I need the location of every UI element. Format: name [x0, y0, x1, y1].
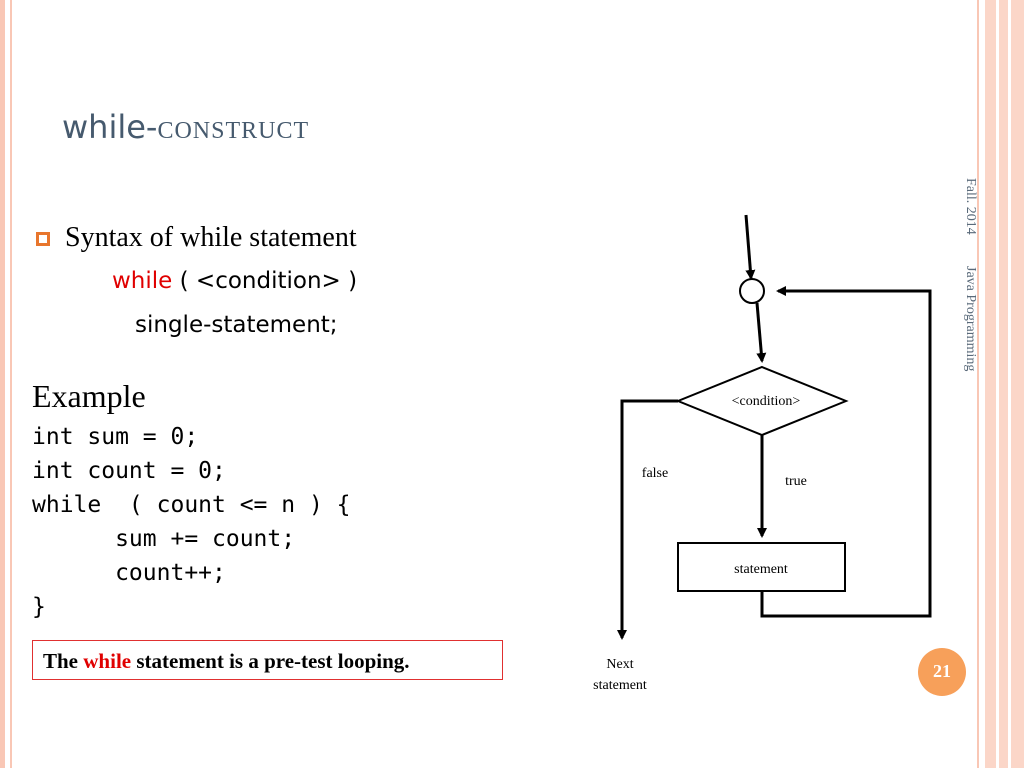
- syntax-line: while ( <condition> ): [112, 268, 357, 294]
- join-node: [739, 278, 765, 304]
- join-to-condition-arrow: [755, 302, 767, 363]
- code-example: int sum = 0; int count = 0; while ( coun…: [32, 424, 351, 620]
- right-frame-stripe: [1008, 0, 1011, 768]
- side-date: Fall. 2014: [963, 178, 978, 235]
- right-frame-stripe: [996, 0, 999, 768]
- side-course: Java Programming: [963, 266, 978, 372]
- statement-label: statement: [734, 562, 788, 577]
- syntax-condition: ( <condition> ): [172, 268, 358, 294]
- note-prefix: The: [43, 649, 84, 673]
- note-suffix: statement is a pre-test looping.: [131, 649, 410, 673]
- loop-back-arrow: [760, 286, 932, 618]
- page-number: 21: [933, 661, 951, 681]
- note-box: The while statement is a pre-test loopin…: [32, 640, 503, 680]
- false-arrow: [617, 399, 678, 640]
- true-label: true: [785, 474, 807, 489]
- title-keyword: while-: [62, 108, 158, 146]
- right-frame-band: [985, 0, 1024, 768]
- statement-box: [677, 542, 846, 592]
- syntax-statement: single-statement;: [135, 312, 338, 338]
- next-label-line2: statement: [593, 678, 647, 693]
- right-frame-line: [977, 0, 979, 768]
- note-keyword: while: [83, 649, 132, 673]
- false-label: false: [642, 466, 668, 481]
- bullet-text: Syntax of while statement: [65, 222, 357, 253]
- title-rest: construct: [157, 109, 310, 146]
- condition-label: <condition>: [732, 394, 801, 409]
- page-number-badge: 21: [918, 648, 966, 696]
- note-text: The while statement is a pre-test loopin…: [43, 649, 410, 674]
- left-frame-line: [10, 0, 12, 768]
- left-frame-band: [0, 0, 5, 768]
- bullet-square-icon: [36, 232, 50, 246]
- entry-arrow: [744, 214, 756, 280]
- slide-title: while-construct: [62, 108, 309, 147]
- side-footer: Fall. 2014 Java Programming: [962, 178, 978, 372]
- syntax-keyword: while: [112, 268, 173, 294]
- next-label-line1: Next: [606, 657, 633, 672]
- example-heading: Example: [32, 378, 146, 414]
